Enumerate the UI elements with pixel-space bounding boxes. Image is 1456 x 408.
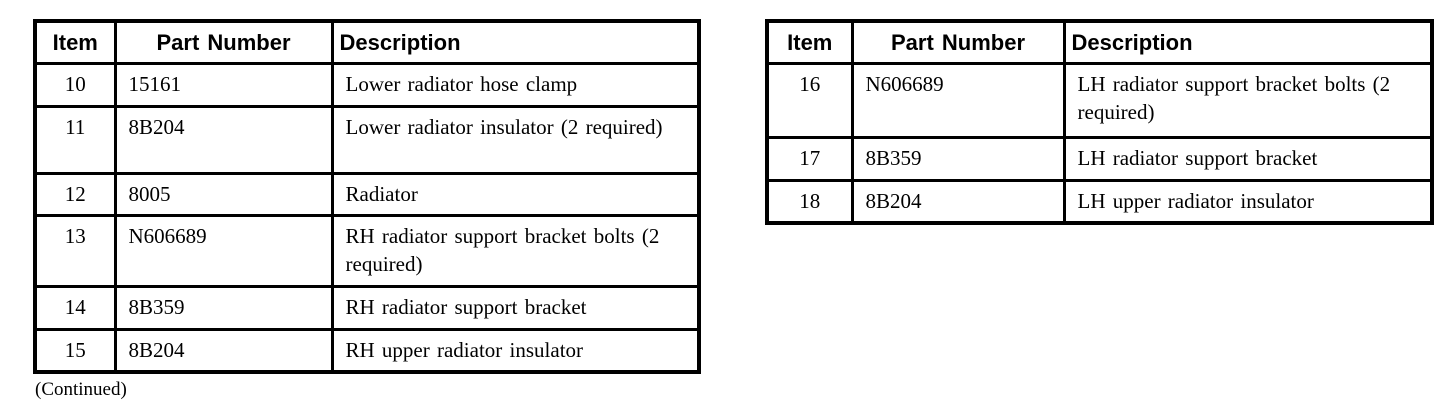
cell-description: RH radiator support bracket [330,284,701,331]
column-header-description: Description [1062,19,1434,66]
table-header-row: Item Part Number Description [765,19,1434,66]
cell-item: 14 [33,284,117,331]
parts-table-right: Item Part Number Description 16 N606689 … [765,19,1434,226]
cell-part-number: 8005 [113,171,334,218]
cell-item: 17 [765,136,854,182]
cell-description: LH upper radiator insulator [1062,178,1434,225]
cell-description: Radiator [330,171,701,218]
table-row: 18 8B204 LH upper radiator insulator [765,178,1434,225]
cell-description: RH upper radiator insulator [330,327,701,374]
cell-item: 10 [33,62,117,108]
column-header-item: Item [33,19,117,66]
table-row: 16 N606689 LH radiator support bracket b… [765,62,1434,140]
table-row: 10 15161 Lower radiator hose clamp [33,62,701,108]
cell-item: 15 [33,327,117,374]
cell-part-number: 8B204 [850,178,1066,225]
cell-part-number: 15161 [113,62,334,108]
continued-note: (Continued) [35,379,127,401]
cell-part-number: N606689 [113,214,334,288]
cell-description: LH radiator support bracket [1062,136,1434,182]
table-row: 12 8005 Radiator [33,171,701,218]
cell-item: 13 [33,214,117,288]
cell-item: 16 [765,62,854,140]
cell-part-number: 8B204 [113,327,334,374]
cell-description: RH radiator support bracket bolts (2 req… [330,214,701,288]
column-header-part-number: Part Number [113,19,334,66]
cell-item: 12 [33,171,117,218]
table-header-row: Item Part Number Description [33,19,701,66]
cell-item: 18 [765,178,854,225]
cell-description: Lower radiator hose clamp [330,62,701,108]
cell-item: 11 [33,104,117,175]
cell-part-number: 8B359 [850,136,1066,182]
cell-description: LH radiator support bracket bolts (2 req… [1062,62,1434,140]
parts-table-left: Item Part Number Description 10 15161 Lo… [33,19,701,375]
cell-part-number: N606689 [850,62,1066,140]
table-row: 11 8B204 Lower radiator insulator (2 req… [33,104,701,175]
cell-part-number: 8B204 [113,104,334,175]
column-header-description: Description [330,19,701,66]
column-header-part-number: Part Number [850,19,1066,66]
cell-description: Lower radiator insulator (2 required) [330,104,701,175]
table-row: 13 N606689 RH radiator support bracket b… [33,214,701,288]
right-table-section: Item Part Number Description 16 N606689 … [765,19,1434,226]
cell-part-number: 8B359 [113,284,334,331]
column-header-item: Item [765,19,854,66]
left-table-section: Item Part Number Description 10 15161 Lo… [33,19,701,401]
table-row: 14 8B359 RH radiator support bracket [33,284,701,331]
table-row: 17 8B359 LH radiator support bracket [765,136,1434,182]
table-row: 15 8B204 RH upper radiator insulator [33,327,701,374]
